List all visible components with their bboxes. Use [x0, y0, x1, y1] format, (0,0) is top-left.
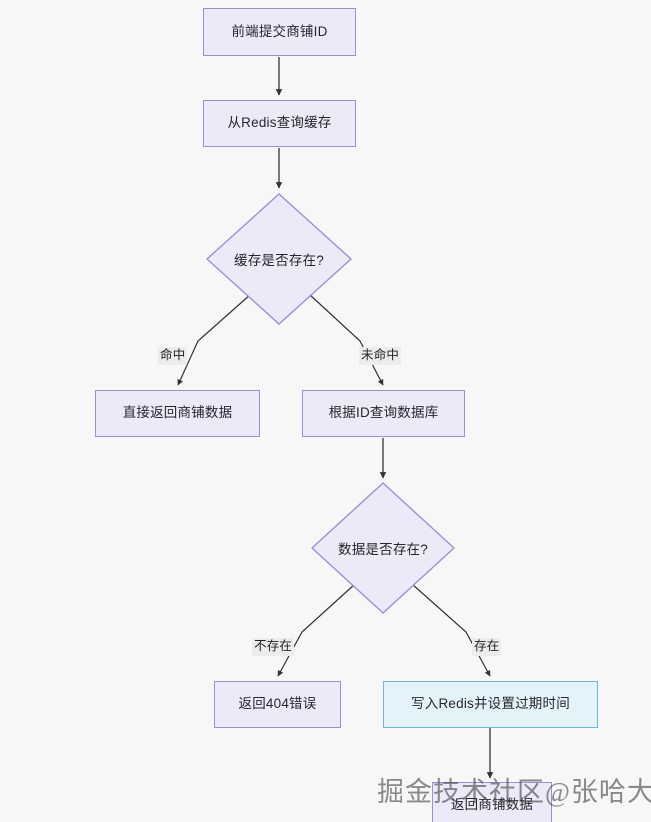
- node-return-shop-data[interactable]: 返回商铺数据: [432, 782, 552, 822]
- node-label: 写入Redis并设置过期时间: [411, 696, 570, 712]
- node-label: 返回404错误: [238, 696, 317, 712]
- node-query-db-by-id[interactable]: 根据ID查询数据库: [302, 390, 465, 437]
- node-query-redis-cache[interactable]: 从Redis查询缓存: [203, 100, 356, 147]
- edge-label-text: 存在: [474, 639, 500, 653]
- node-label: 从Redis查询缓存: [227, 115, 332, 131]
- node-label: 返回商铺数据: [450, 797, 534, 813]
- edge-label-cache-miss: 未命中: [359, 347, 402, 365]
- node-return-shop-data-direct[interactable]: 直接返回商铺数据: [95, 390, 260, 437]
- edge-label-data-not-exists: 不存在: [252, 638, 295, 656]
- decision-label: 缓存是否存在?: [234, 253, 324, 268]
- edge-label-text: 未命中: [361, 348, 400, 362]
- edge-label-text: 不存在: [254, 639, 293, 653]
- edge-label-cache-hit: 命中: [158, 347, 188, 365]
- diamond-shape: [311, 482, 455, 614]
- node-submit-shop-id[interactable]: 前端提交商铺ID: [203, 8, 356, 56]
- decision-label: 数据是否存在?: [338, 542, 428, 557]
- edge-label-data-exists: 存在: [472, 638, 502, 656]
- edge-label-text: 命中: [160, 348, 186, 362]
- node-label: 直接返回商铺数据: [122, 405, 233, 421]
- node-return-404-error[interactable]: 返回404错误: [214, 681, 341, 728]
- node-label: 根据ID查询数据库: [328, 405, 439, 421]
- decision-data-exists[interactable]: 数据是否存在?: [311, 482, 455, 614]
- decision-cache-exists[interactable]: 缓存是否存在?: [206, 193, 352, 325]
- node-write-redis-set-ttl[interactable]: 写入Redis并设置过期时间: [383, 681, 598, 728]
- diamond-shape: [206, 193, 352, 325]
- node-label: 前端提交商铺ID: [231, 23, 328, 39]
